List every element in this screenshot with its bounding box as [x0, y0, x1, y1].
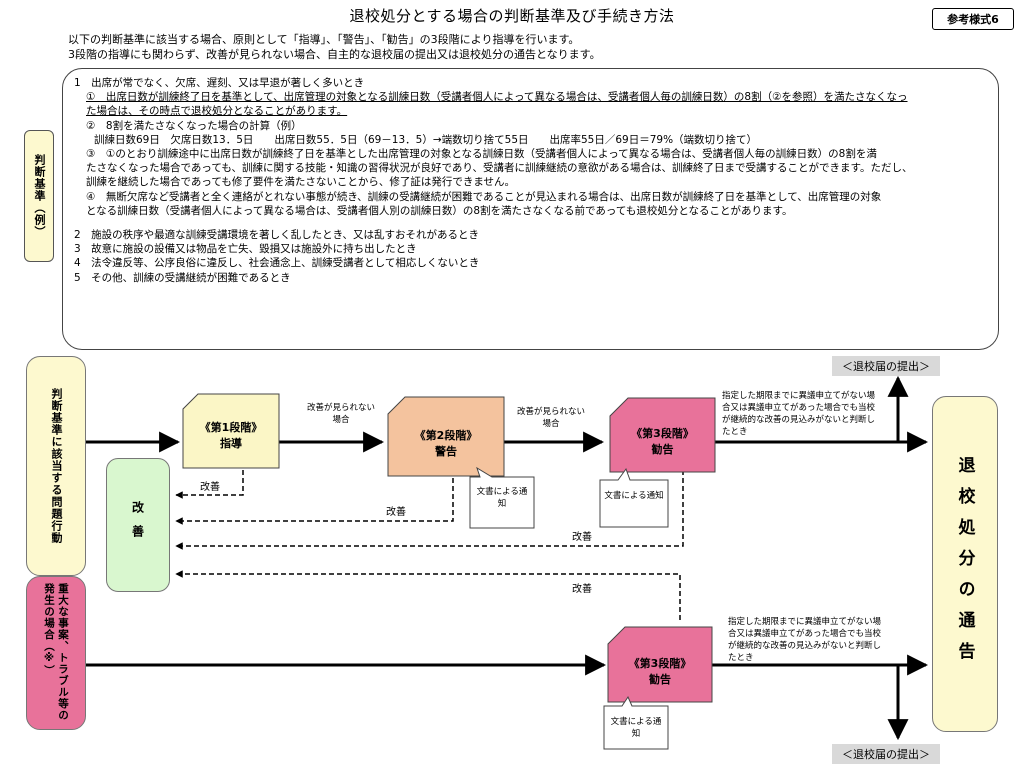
dashed-improve-1 [175, 470, 244, 499]
intro-text: 以下の判断基準に該当する場合、原則として「指導」、「警告」、「勧告」の3段階によ… [68, 32, 601, 62]
callout-bubble-2 [599, 467, 669, 528]
dashed-improve-4 [175, 570, 681, 620]
stage3-name: 勧告 [651, 443, 674, 456]
intro-line-1: 以下の判断基準に該当する場合、原則として「指導」、「警告」、「勧告」の3段階によ… [68, 33, 580, 46]
expulsion-notice-text: 退校処分の通告 [954, 455, 975, 673]
reference-form-label: 参考様式6 [932, 8, 1014, 30]
criteria-item-5: 5 その他、訓練の受講継続が困難であるとき [74, 271, 291, 284]
stage3-title: 《第3段階》 [631, 427, 694, 440]
criteria-behavior-text: 判断基準に該当する問題行動 [50, 388, 63, 544]
intro-line-2: 3段階の指導にも関わらず、改善が見られない場合、自主的な退校届の提出又は退校処分… [68, 48, 601, 61]
criteria-item-4: 4 法令違反等、公序良俗に違反し、社会通念上、訓練受講者として相応しくないとき [74, 257, 480, 270]
improvement-box-text: 改善 [130, 501, 145, 549]
criteria-label: 判断基準（例） [24, 130, 54, 262]
stage3b-label: 《第3段階》 勧告 [608, 656, 712, 688]
deadline-note-2: 指定した期限までに異議申立てがない場合又は異議申立てがあった場合でも当校が継続的… [728, 617, 882, 663]
page-title: 退校処分とする場合の判断基準及び手続き方法 [349, 7, 675, 25]
criteria-body: 1 出席が常でなく、欠席、遅刻、又は早退が著しく多いとき ① 出席日数が訓練終了… [74, 76, 986, 285]
stage1-shape [182, 393, 280, 469]
stage2-title: 《第2段階》 [414, 429, 478, 442]
written-notice-callout-3: 文書による通知 [610, 717, 662, 739]
improvement-label-3: 改善 [572, 532, 592, 543]
expulsion-notice-box: 退校処分の通告 [932, 396, 998, 732]
improvement-label-2: 改善 [386, 507, 406, 518]
dashed-improve-3 [175, 470, 684, 550]
stage2-name: 警告 [435, 445, 457, 458]
callout-bubble-1 [469, 466, 535, 529]
improvement-label-1: 改善 [200, 482, 220, 493]
no-improvement-label-2: 改善が見られない場合 [516, 407, 585, 429]
stage1-title: 《第1段階》 [199, 421, 263, 434]
criteria-item-1-sub1-a: ① 出席日数が訓練終了日を基準として、出席管理の対象となる訓練日数（受講者個人に… [86, 91, 908, 104]
written-notice-callout-2: 文書による通知 [604, 491, 664, 501]
stage2-shape [387, 396, 505, 477]
written-notice-callout-1: 文書による通知 [476, 487, 528, 509]
stage1-name: 指導 [220, 437, 242, 450]
serious-incident-text: 重大な事案、トラブル等の発生の場合（※） [43, 583, 69, 721]
callout-bubble-3 [603, 695, 669, 750]
criteria-item-1-sub2: ② 8割を満たさなくなった場合の計算（例） [86, 119, 302, 132]
dashed-improve-2 [175, 470, 454, 525]
deadline-note-1: 指定した期限までに異議申立てがない場合又は異議申立てがあった場合でも当校が継続的… [722, 391, 876, 437]
criteria-item-1-sub3-b: たさなくなった場合であっても、訓練に関する技能・知識の習得状況が良好であり、受講… [86, 162, 913, 175]
criteria-item-3: 3 故意に施設の設備又は物品を亡失、毀損又は施設外に持ち出したとき [74, 243, 417, 256]
criteria-item-1-sub2-calc: 訓練日数69日 欠席日数13．5日 出席日数55．5日（69－13．5）→端数切… [94, 133, 758, 146]
improvement-box: 改善 [106, 458, 170, 592]
improvement-label-4: 改善 [572, 584, 592, 595]
criteria-item-1-sub1-b: た場合は、その時点で退校処分となることがあります。 [86, 105, 348, 118]
stage3b-name: 勧告 [649, 673, 671, 686]
withdrawal-submission-bottom: ＜退校届の提出＞ [832, 744, 940, 764]
criteria-behavior-box: 判断基準に該当する問題行動 [26, 356, 86, 576]
criteria-label-text: 判断基準（例） [33, 154, 46, 238]
withdrawal-submission-top: ＜退校届の提出＞ [832, 356, 940, 376]
stage3b-shape [607, 626, 713, 703]
criteria-item-1-sub3-c: 訓練を継続した場合であっても修了要件を満たさないことから、修了証は発行できません… [86, 176, 516, 189]
criteria-item-1-sub3-a: ③ ①のとおり訓練途中に出席日数が訓練終了日を基準とした出席管理の対象となる訓練… [86, 148, 877, 161]
no-improvement-label-1: 改善が見られない場合 [306, 403, 375, 425]
stage3b-title: 《第3段階》 [628, 657, 692, 670]
criteria-item-1-sub4-a: ④ 無断欠席など受講者と全く連絡がとれない事態が続き、訓練の受講継続が困難である… [86, 190, 882, 203]
stage1-label: 《第1段階》 指導 [183, 420, 279, 452]
criteria-box [62, 68, 999, 350]
criteria-item-1: 1 出席が常でなく、欠席、遅刻、又は早退が著しく多いとき [74, 77, 365, 89]
stage2-label: 《第2段階》 警告 [388, 428, 504, 460]
stage3-shape [609, 397, 716, 473]
criteria-item-2: 2 施設の秩序や最適な訓練受講環境を著しく乱したとき、又は乱すおそれがあるとき [74, 229, 479, 242]
criteria-item-1-sub4-b: となる訓練日数（受講者個人によって異なる場合は、受講者個人別の訓練日数）の8割を… [86, 204, 793, 217]
stage3-label: 《第3段階》 勧告 [610, 426, 715, 458]
serious-incident-box: 重大な事案、トラブル等の発生の場合（※） [26, 576, 86, 730]
